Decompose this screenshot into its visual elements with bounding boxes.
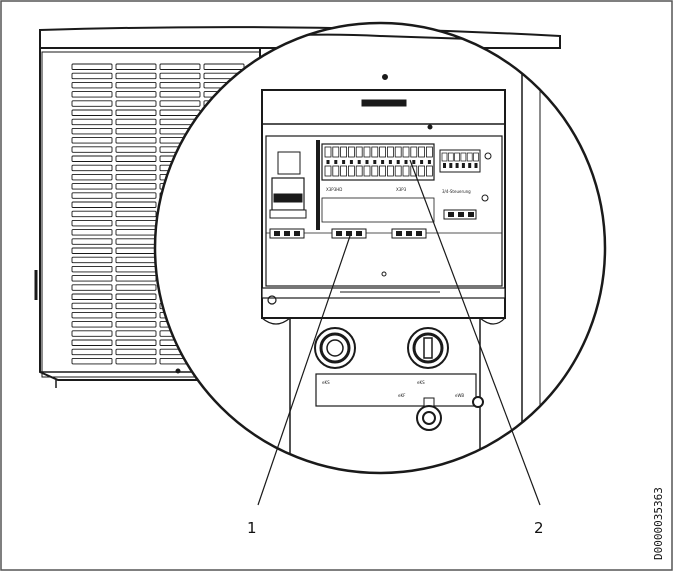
cable-entry-label-plate (315, 373, 477, 407)
left-module-base (269, 209, 307, 219)
left-module-bar (273, 193, 303, 203)
panel-bottom-curves (261, 317, 506, 325)
callout-2-leader (409, 159, 541, 506)
terminal-label-x3p3: X3P3 (396, 187, 407, 192)
entry-label-4: eWB (455, 393, 464, 398)
board-mount-hole (381, 271, 387, 277)
unit-base-screw (175, 368, 181, 374)
entry-label-3: eKF (398, 393, 406, 398)
callout-1-number: 1 (247, 519, 257, 537)
document-id: D0000035363 (652, 487, 665, 560)
terminal-blocks (324, 146, 433, 177)
cable-gland-right (407, 327, 449, 369)
terminal-label-x3p3hd: X3P3HD (326, 187, 342, 192)
board-led (484, 152, 492, 160)
cable-gland-small (416, 397, 442, 431)
cable-gland-left (314, 327, 356, 369)
panel-screw (427, 124, 433, 130)
control-terminals (441, 152, 479, 168)
entry-side-screw (472, 396, 484, 408)
terminal-label-control: 3/4-Steuerung (442, 189, 471, 194)
panel-slot (361, 99, 407, 107)
callout-2-number: 2 (534, 519, 544, 537)
entry-label-2: eKS (417, 380, 425, 385)
detail-content: X3P3HD X3P3 3/4-Steuerung (229, 33, 561, 470)
board-ground-mark (481, 194, 489, 202)
panel-bottom-rail (261, 287, 506, 299)
callout-1-leader (257, 235, 351, 506)
board-inner-box (321, 197, 435, 223)
rail-screw-left (267, 295, 277, 305)
left-relay-block (277, 151, 301, 175)
top-screw (382, 74, 388, 80)
entry-label-1: eKS (322, 380, 330, 385)
lower-connector-row (266, 209, 502, 239)
cable-entry-walls (289, 318, 481, 470)
